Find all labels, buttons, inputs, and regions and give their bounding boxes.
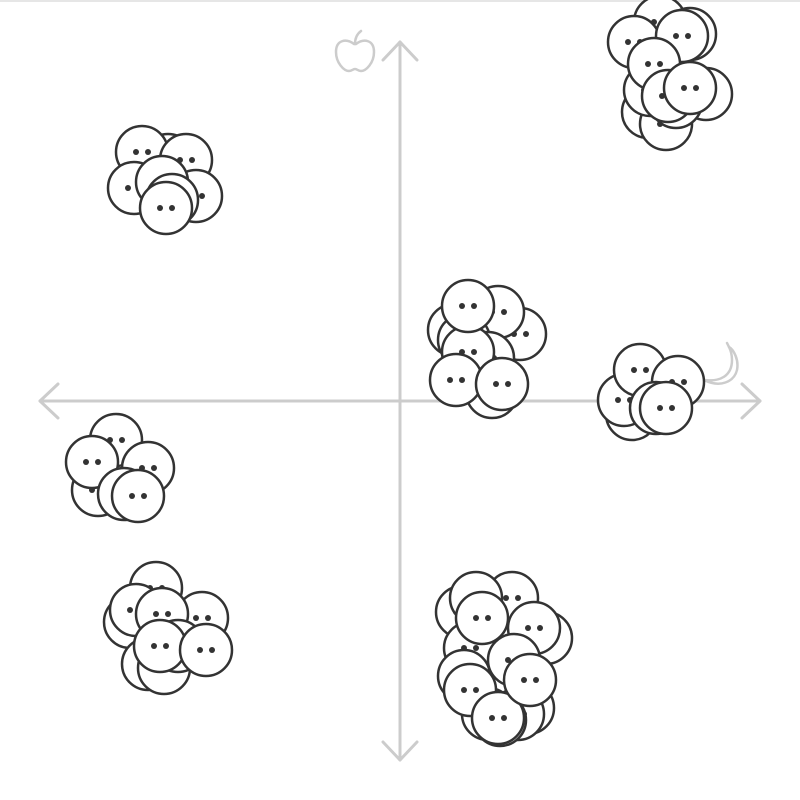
smiley-face-icon: [132, 618, 188, 674]
apple-icon: [334, 29, 376, 73]
y-axis-bottom-arrow: [381, 740, 419, 762]
smiley-face-icon: [470, 690, 526, 746]
smiley-face-icon: [454, 590, 510, 646]
cluster-center: [426, 278, 548, 420]
cluster-top-right: [606, 0, 734, 152]
smiley-face-icon: [662, 60, 718, 116]
cluster-top-left: [106, 124, 224, 236]
cluster-left: [64, 412, 176, 524]
smiley-face-icon: [110, 468, 166, 524]
banana-icon: [702, 341, 739, 385]
smiley-face-icon: [638, 380, 694, 436]
cluster-bottom-left: [102, 560, 234, 696]
smiley-face-icon: [502, 652, 558, 708]
smiley-face-icon: [440, 278, 496, 334]
top-divider: [0, 0, 800, 2]
x-axis-left-arrow: [38, 382, 60, 420]
faces-layer: [64, 0, 734, 748]
smiley-face-icon: [178, 622, 234, 678]
cluster-right: [596, 342, 706, 442]
cluster-bottom-center: [434, 570, 574, 748]
smiley-face-icon: [428, 352, 484, 408]
smiley-face-icon: [138, 180, 194, 236]
x-axis-right-arrow: [740, 382, 762, 420]
smiley-face-icon: [474, 356, 530, 412]
y-axis-top-arrow: [381, 40, 419, 62]
